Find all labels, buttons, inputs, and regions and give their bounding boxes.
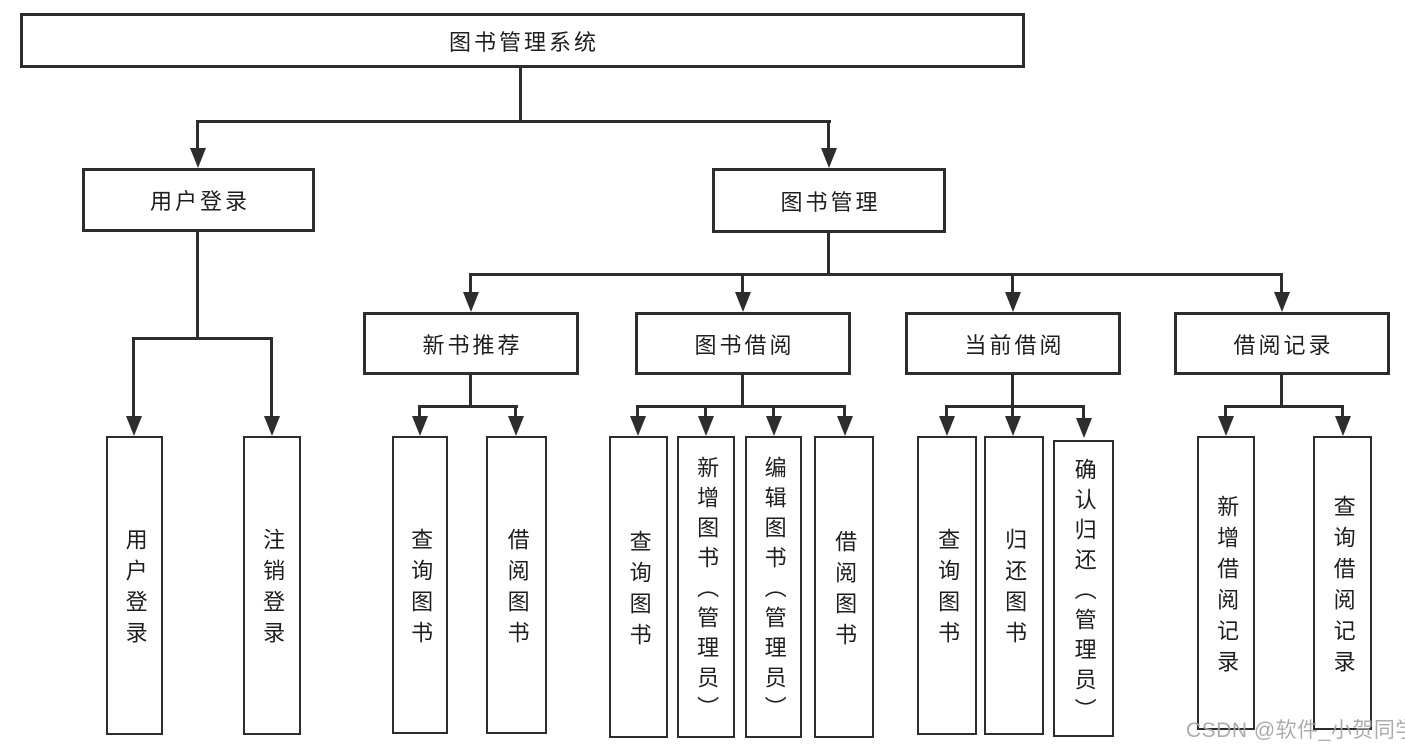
arrow-down-icon: [1218, 416, 1234, 436]
arrow-down-icon: [821, 148, 837, 168]
arrow-down-icon: [837, 416, 853, 436]
connector-line: [418, 405, 421, 416]
leaf-logout: 注销登录: [243, 436, 301, 735]
arrow-down-icon: [190, 148, 206, 168]
node-label: 查询借阅记录: [1330, 494, 1356, 681]
node-book-borrowing: 图书借阅: [635, 312, 851, 375]
node-label: 新增借阅记录: [1214, 494, 1240, 681]
arrow-down-icon: [1274, 292, 1290, 312]
leaf-add-book-admin: 新增图书（管理员）: [677, 436, 735, 738]
connector-line: [196, 120, 831, 123]
node-label: 归还图书: [1002, 528, 1028, 652]
leaf-query-books-recommend: 查询图书: [392, 436, 448, 734]
arrow-down-icon: [1005, 416, 1021, 436]
connector-line: [514, 405, 517, 416]
node-label: 图书管理系统: [448, 29, 599, 55]
connector-line: [469, 375, 472, 405]
node-label: 图书管理: [780, 189, 881, 215]
connector-line: [196, 120, 199, 148]
connector-line: [772, 405, 775, 416]
connector-line: [1280, 273, 1283, 292]
node-user-login: 用户登录: [82, 168, 315, 232]
node-label: 当前借阅: [964, 332, 1065, 358]
node-label: 查询图书: [626, 529, 652, 654]
connector-line: [1341, 405, 1344, 416]
node-library-management-system: 图书管理系统: [20, 13, 1025, 68]
node-label: 编辑图书（管理员）: [761, 456, 787, 726]
arrow-down-icon: [1076, 418, 1092, 438]
connector-line: [418, 405, 518, 408]
node-label: 新书推荐: [422, 332, 523, 358]
connector-line: [1224, 405, 1227, 416]
node-label: 查询图书: [408, 527, 434, 652]
node-label: 图书借阅: [694, 332, 795, 358]
node-label: 注销登录: [260, 528, 286, 652]
leaf-edit-book-admin: 编辑图书（管理员）: [745, 436, 802, 738]
connector-line: [519, 68, 522, 120]
connector-line: [270, 337, 273, 416]
arrow-down-icon: [766, 416, 782, 436]
connector-line: [469, 273, 472, 292]
arrow-down-icon: [264, 416, 280, 436]
arrow-down-icon: [463, 292, 479, 312]
watermark: CSDN @软件_小贺同学: [1186, 719, 1405, 742]
connector-line: [741, 375, 744, 405]
connector-line: [1011, 375, 1014, 405]
connector-line: [1011, 405, 1014, 416]
leaf-query-books-borrowing: 查询图书: [609, 436, 668, 738]
leaf-user-login: 用户登录: [106, 436, 163, 735]
connector-line: [945, 405, 1085, 408]
leaf-query-borrow-record: 查询借阅记录: [1313, 436, 1372, 730]
node-book-management: 图书管理: [712, 168, 946, 233]
leaf-query-books-current: 查询图书: [917, 436, 977, 735]
arrow-down-icon: [412, 416, 428, 436]
connector-line: [945, 405, 948, 416]
arrow-down-icon: [939, 416, 955, 436]
node-label: 用户登录: [122, 528, 148, 652]
connector-line: [827, 232, 830, 273]
node-label: 借阅记录: [1233, 332, 1334, 358]
connector-line: [827, 120, 830, 148]
leaf-confirm-return-admin: 确认归还（管理员）: [1053, 440, 1114, 737]
arrow-down-icon: [1005, 292, 1021, 312]
arrow-down-icon: [126, 416, 142, 436]
node-label: 借阅图书: [832, 529, 858, 654]
arrow-down-icon: [735, 292, 751, 312]
connector-line: [132, 337, 135, 416]
leaf-return-book: 归还图书: [984, 436, 1044, 735]
node-current-borrowing: 当前借阅: [905, 312, 1121, 375]
connector-line: [843, 405, 846, 416]
connector-line: [469, 273, 1283, 276]
leaf-add-borrow-record: 新增借阅记录: [1197, 436, 1255, 730]
node-label: 查询图书: [935, 528, 961, 652]
connector-line: [704, 405, 707, 416]
connector-line: [1082, 405, 1085, 418]
node-label: 用户登录: [149, 189, 250, 214]
arrow-down-icon: [1335, 416, 1351, 436]
leaf-borrow-books-borrowing: 借阅图书: [814, 436, 874, 738]
arrow-down-icon: [508, 416, 524, 436]
node-label: 新增图书（管理员）: [694, 456, 720, 726]
connector-line: [132, 337, 273, 340]
node-borrowing-records: 借阅记录: [1174, 312, 1390, 375]
connector-line: [1224, 405, 1344, 408]
arrow-down-icon: [630, 416, 646, 436]
connector-line: [636, 405, 639, 416]
connector-line: [741, 273, 744, 292]
node-label: 确认归还（管理员）: [1071, 457, 1097, 728]
node-new-book-recommend: 新书推荐: [363, 312, 579, 375]
leaf-borrow-books-recommend: 借阅图书: [486, 436, 547, 734]
node-label: 借阅图书: [504, 527, 530, 652]
connector-line: [1011, 273, 1014, 292]
connector-line: [1280, 375, 1283, 405]
arrow-down-icon: [698, 416, 714, 436]
connector-line: [636, 405, 846, 408]
connector-line: [196, 232, 199, 337]
